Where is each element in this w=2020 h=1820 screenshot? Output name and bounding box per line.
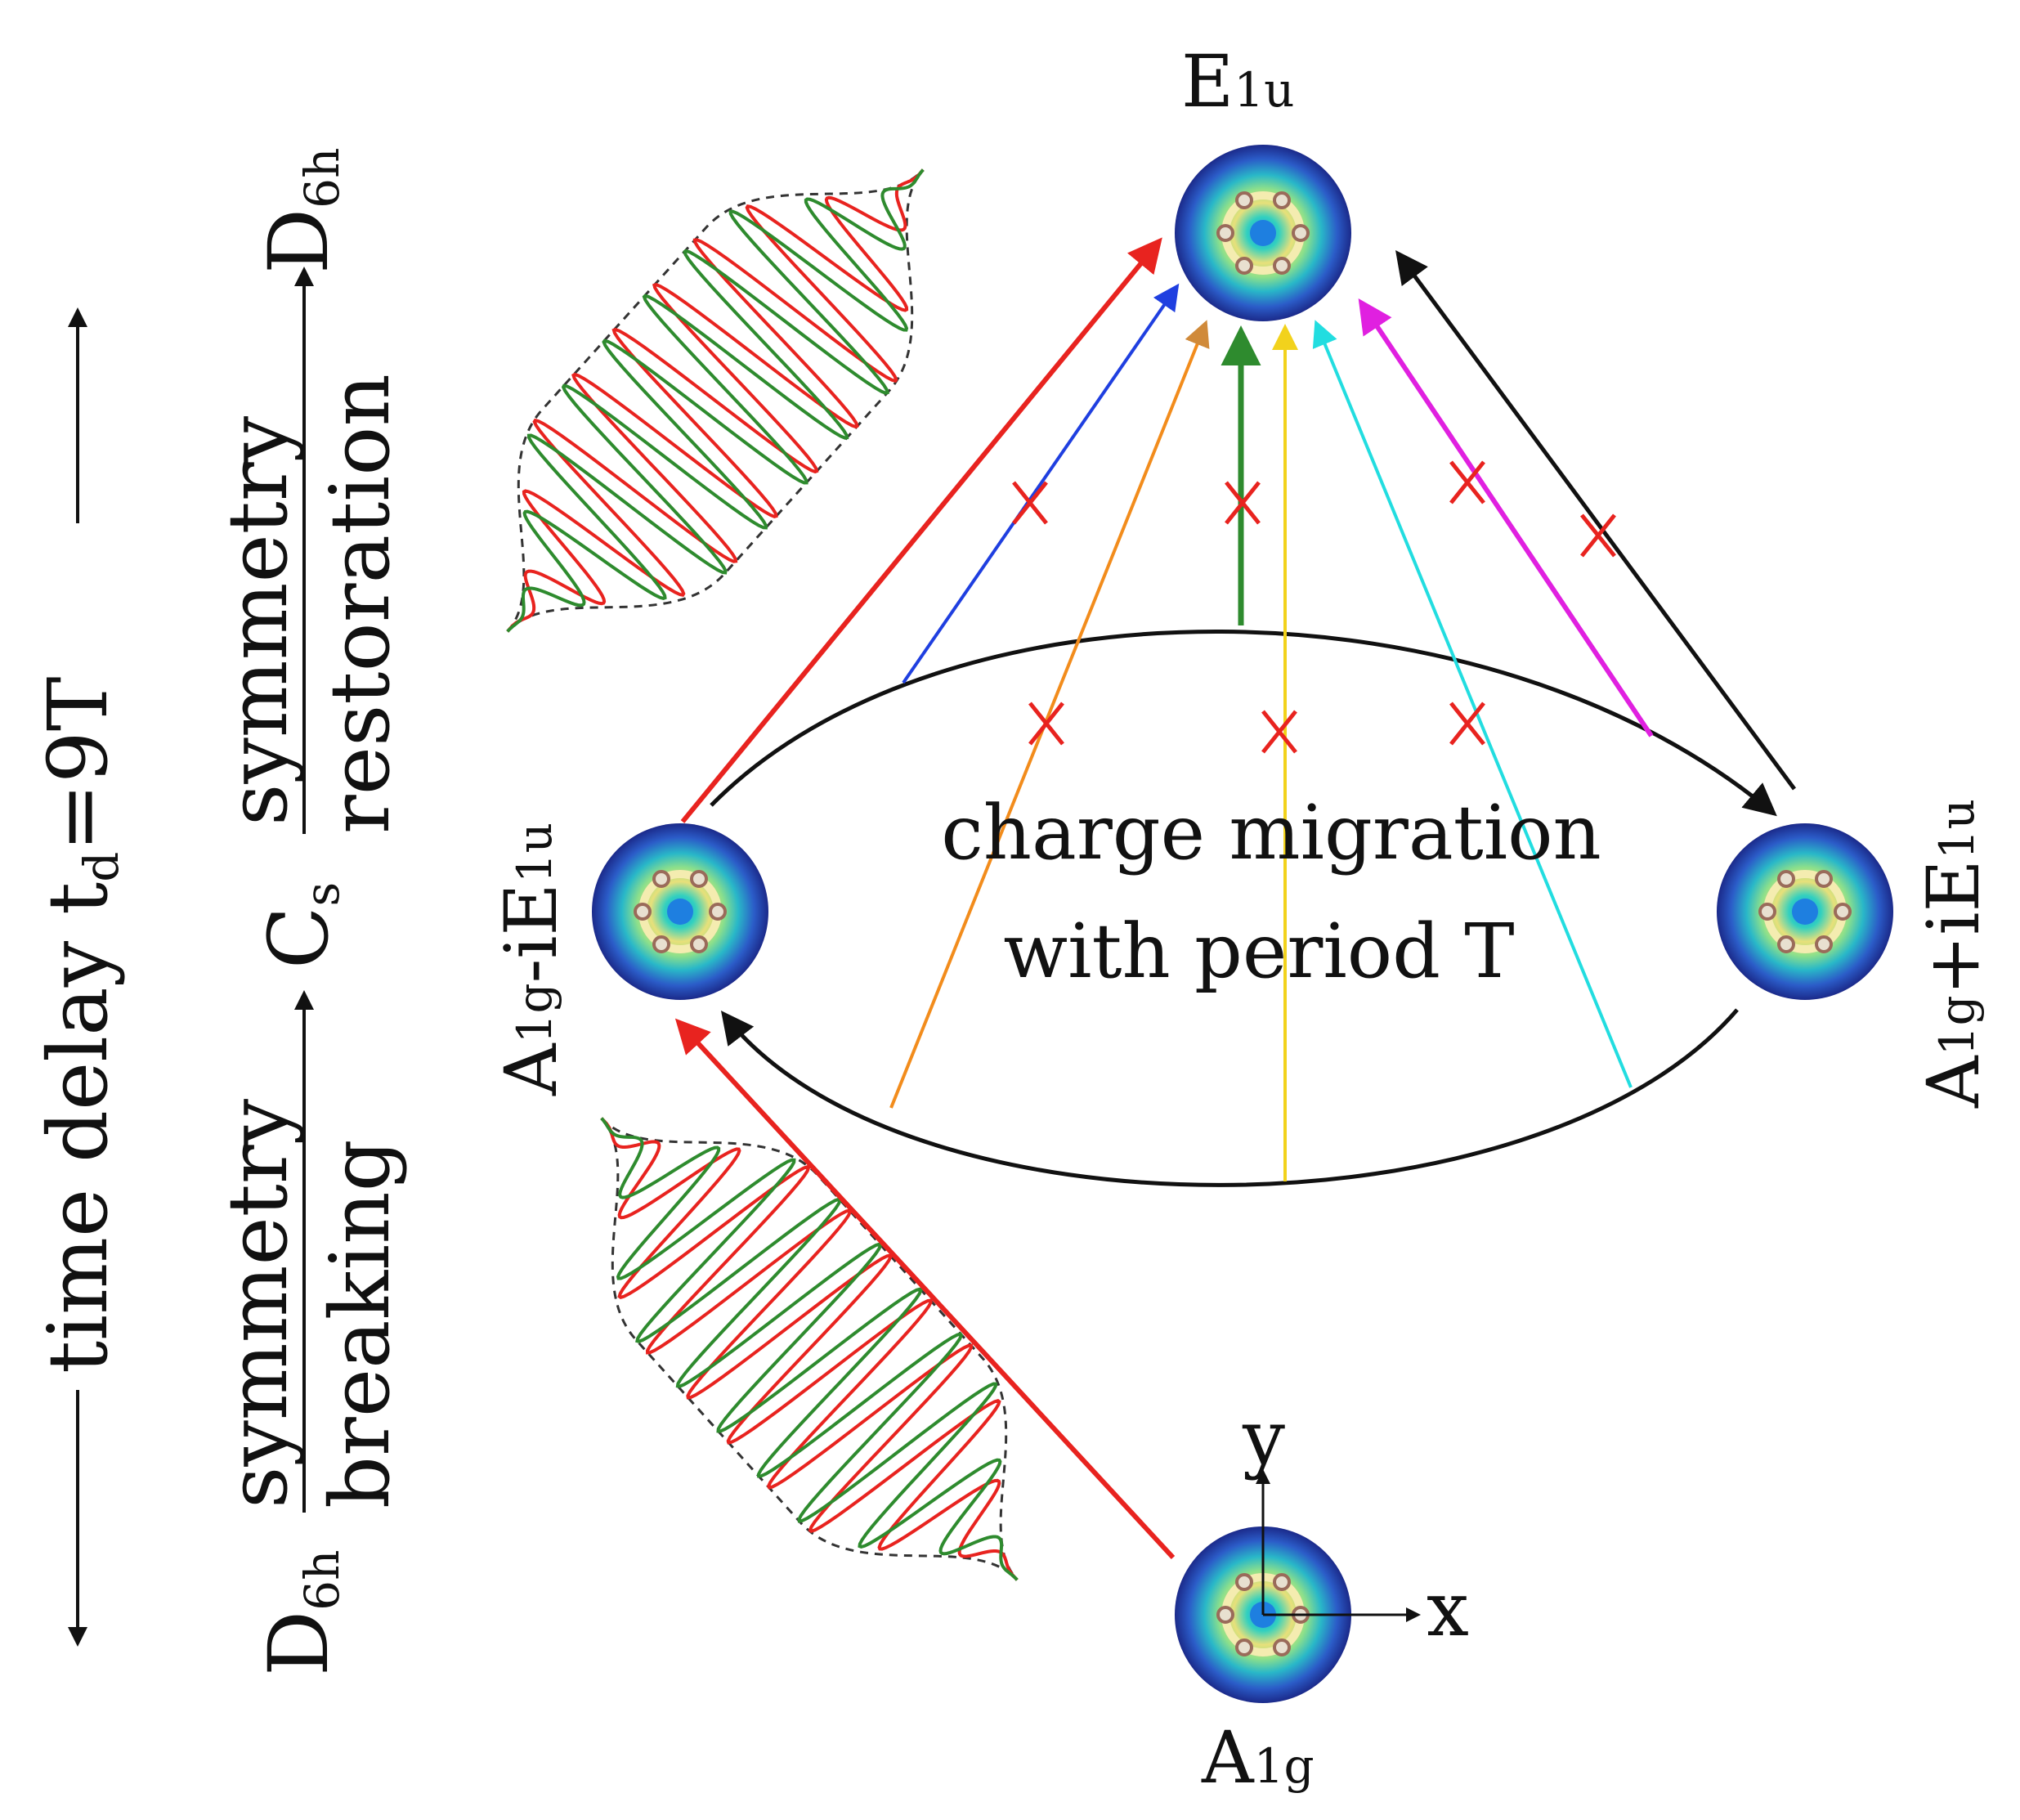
symmetry-breaking-bottom-label: breaking bbox=[312, 1139, 408, 1508]
upper-pulse-red-wave bbox=[506, 168, 925, 633]
state-label-a1g-plus-ie1u: A1g+iE1u bbox=[1911, 799, 1995, 1109]
charge-migration-line2: with period T bbox=[1003, 908, 1514, 995]
red-arrow-left-to-top bbox=[680, 237, 1162, 823]
time-delay-label-bg bbox=[33, 523, 123, 1390]
lower-pulse-red-wave bbox=[600, 1117, 1019, 1581]
x-axis-label: x bbox=[1427, 1566, 1469, 1653]
blue-arrow bbox=[902, 283, 1180, 684]
y-axis-label: y bbox=[1242, 1394, 1285, 1482]
orbital-a1g-plus-ie1u bbox=[1717, 823, 1893, 1000]
symmetry-restoration-top-label: symmetry bbox=[210, 415, 306, 826]
time-delay-label: time delay td=9T bbox=[30, 677, 129, 1374]
orbital-e1u bbox=[1175, 145, 1351, 321]
symmetry-cs-label: Cs bbox=[251, 882, 350, 969]
forbidden-crosses bbox=[1012, 460, 1616, 754]
charge-migration-line1: charge migration bbox=[941, 789, 1601, 876]
symmetry-restoration-bottom-label: restoration bbox=[312, 374, 408, 834]
state-label-a1g-minus-ie1u: A1g-iE1u bbox=[489, 823, 573, 1096]
coordinate-axes: x y bbox=[1242, 1394, 1469, 1653]
lower-laser-pulse bbox=[600, 1117, 1019, 1581]
lower-pulse-green-wave bbox=[600, 1117, 1019, 1581]
upper-laser-pulse bbox=[506, 168, 925, 633]
state-label-e1u: E1u bbox=[1181, 39, 1295, 123]
charge-migration-upper-curve bbox=[710, 630, 1777, 817]
black-arrow bbox=[1395, 249, 1797, 791]
orbital-a1g-minus-ie1u bbox=[592, 823, 768, 1000]
upper-pulse-green-wave bbox=[506, 168, 925, 633]
orange-arrow bbox=[889, 320, 1210, 1109]
cyan-arrow bbox=[1312, 320, 1633, 1088]
symmetry-breaking-from: D6h bbox=[251, 1550, 350, 1676]
state-label-a1g: A1g bbox=[1201, 1715, 1315, 1800]
magenta-arrow bbox=[1358, 298, 1654, 737]
charge-migration-lower-curve bbox=[720, 1008, 1739, 1187]
red-arrow-bottom-to-left bbox=[674, 1018, 1176, 1560]
symmetry-breaking-top-label: symmetry bbox=[210, 1098, 306, 1508]
symmetry-restoration-to: D6h bbox=[251, 148, 350, 274]
symmetry-breaking-group: D6h symmetry breaking bbox=[210, 990, 408, 1676]
symmetry-restoration-group: symmetry restoration D6h bbox=[210, 148, 408, 834]
time-delay-group: time delay td=9T bbox=[30, 307, 129, 1647]
